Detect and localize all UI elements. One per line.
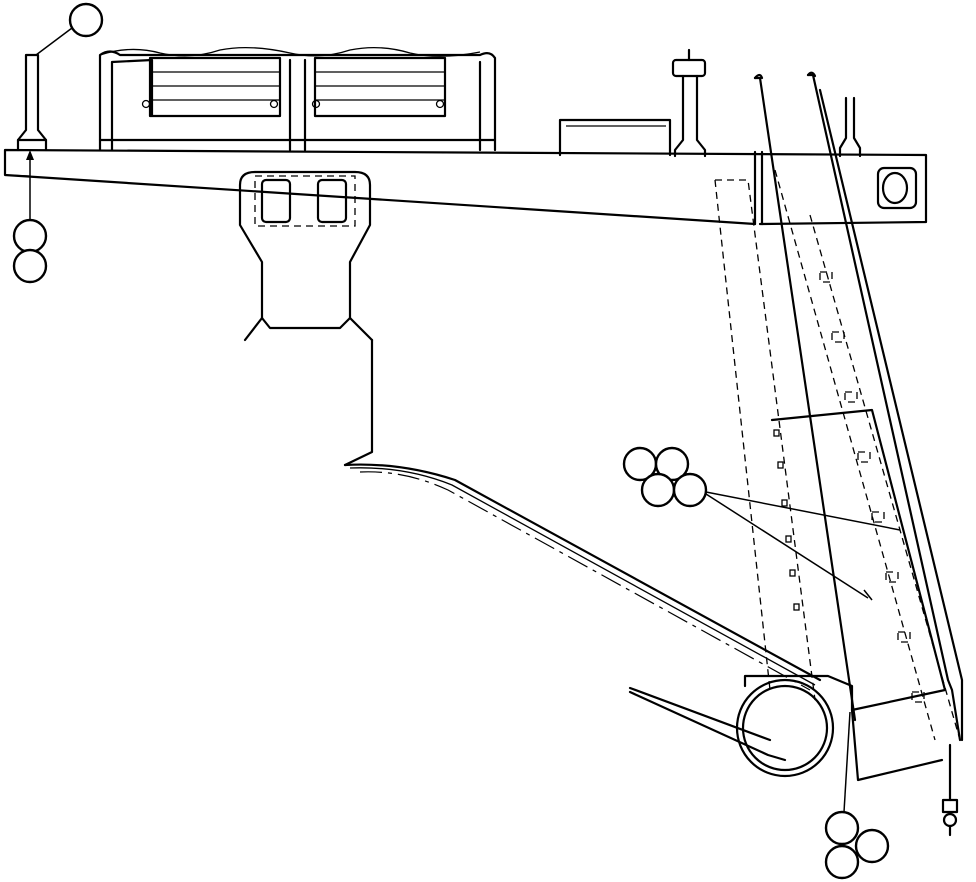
bottom-bolt bbox=[941, 743, 959, 837]
hanging-cutout bbox=[238, 170, 374, 342]
cap-post bbox=[671, 48, 707, 158]
arm-slots bbox=[819, 271, 925, 703]
bottom-strut bbox=[628, 686, 787, 762]
small-box bbox=[558, 118, 672, 157]
inclined-arm bbox=[714, 71, 964, 782]
main-beam bbox=[3, 148, 928, 226]
grille-housing bbox=[98, 46, 497, 152]
arm-bolts bbox=[773, 429, 800, 611]
callout-left bbox=[12, 150, 48, 284]
callout-middle-right bbox=[622, 446, 901, 601]
boom-side bbox=[343, 338, 822, 691]
right-post bbox=[838, 96, 862, 158]
end-port bbox=[876, 166, 918, 210]
callout-top-left bbox=[35, 2, 104, 56]
left-post bbox=[16, 53, 48, 152]
pivot-drum bbox=[735, 674, 854, 778]
callout-bottom-right bbox=[824, 711, 890, 880]
